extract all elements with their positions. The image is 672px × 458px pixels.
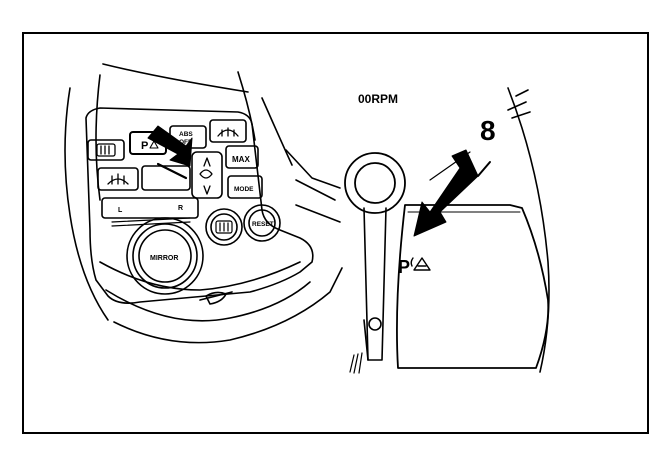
cluster-labels: 00RPM 8 P (358, 92, 496, 277)
abs-off-label-bottom: OFF (179, 139, 192, 146)
right-seat-label: R (178, 205, 183, 212)
park-assist-indicator-label: P (398, 257, 410, 277)
park-assist-button-icon (149, 140, 159, 149)
mirror-label: MIRROR (150, 255, 178, 262)
instrument-cluster (344, 87, 550, 374)
mode-button-label: MODE (234, 186, 254, 193)
reset-button-label: RESET (252, 221, 274, 228)
park-assist-indicator-icon (410, 257, 431, 271)
left-seat-label: L (118, 207, 123, 214)
rear-defrost-icon (96, 143, 116, 157)
console-labels: P ABS OFF MAX MODE L R MIRROR RESET (118, 131, 274, 262)
rpm-label: 00RPM (358, 92, 398, 106)
console-pointer-arrow (147, 125, 193, 180)
park-assist-button-label: P (141, 140, 148, 152)
gauge-number: 8 (480, 115, 496, 146)
fan-icon (199, 157, 213, 195)
front-defrost-icon (107, 173, 129, 185)
console-panel (64, 63, 343, 344)
defrost-knob-icon (215, 220, 233, 234)
defog-icon (217, 127, 239, 137)
max-button-label: MAX (232, 155, 250, 164)
cluster-pointer-arrow (413, 149, 491, 237)
abs-off-label-top: ABS (179, 131, 193, 138)
